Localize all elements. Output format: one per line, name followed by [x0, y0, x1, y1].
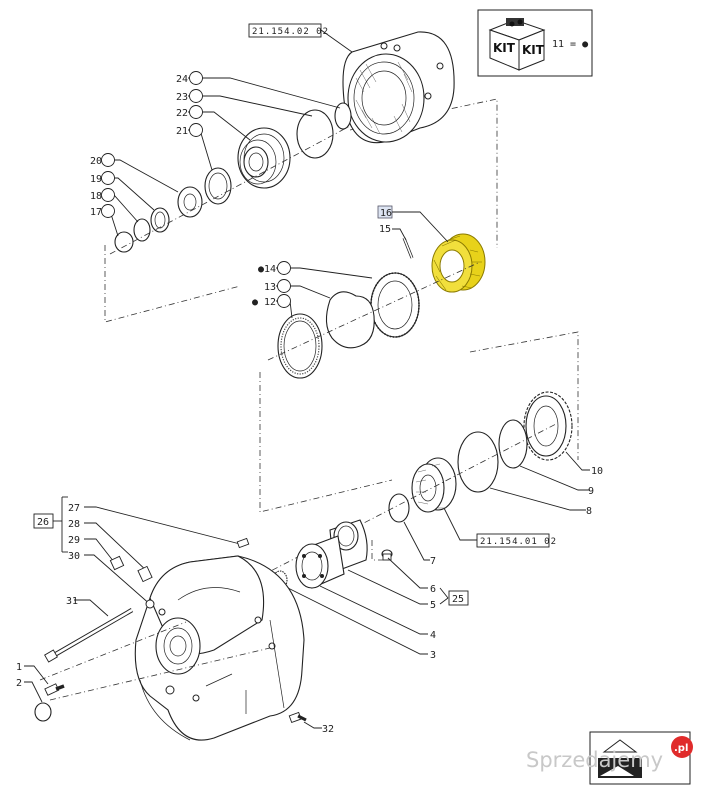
- kit-box-icon: KIT KIT: [488, 18, 546, 71]
- part-12-ring: [277, 313, 323, 379]
- part-32-screw: [288, 711, 307, 724]
- reference-mid-text: 21.154.01 02: [480, 537, 557, 547]
- part-14-synchro-ring: [370, 272, 420, 338]
- callout-9[interactable]: 9: [588, 486, 594, 497]
- part-15-pin: [402, 237, 414, 259]
- callout-27[interactable]: 27: [68, 503, 80, 514]
- callout-8[interactable]: 8: [586, 506, 592, 517]
- callout-15[interactable]: 15: [379, 224, 391, 235]
- part-bearing: [237, 127, 291, 189]
- callout-28[interactable]: 28: [68, 519, 80, 530]
- callout-30[interactable]: 30: [68, 551, 80, 562]
- part-shaft-assembly: [295, 519, 368, 589]
- part-13-spring: [325, 291, 375, 349]
- kit-marker-14: ●: [258, 264, 264, 275]
- group-25-text: 25: [452, 594, 464, 605]
- callout-1[interactable]: 1: [16, 662, 22, 673]
- reference-box-mid[interactable]: 21.154.01 02: [476, 533, 557, 548]
- callout-17[interactable]: 17: [90, 207, 102, 218]
- group-box-26[interactable]: 26: [33, 496, 68, 553]
- reference-top-text: 21.154.02 02: [252, 27, 329, 37]
- reference-box-top[interactable]: 21.154.02 02: [248, 23, 329, 38]
- group-box-25[interactable]: 25: [439, 587, 469, 606]
- part-main-housing: [134, 555, 305, 741]
- kit-label-left: KIT: [493, 41, 516, 55]
- callout-12[interactable]: 12: [264, 297, 276, 308]
- kit-label-right: KIT: [522, 43, 545, 57]
- callout-16: 16: [380, 208, 392, 219]
- navigation-icon[interactable]: [589, 731, 691, 785]
- part-10-gear: [523, 391, 573, 461]
- part-29-dowel: [109, 555, 153, 583]
- callout-20[interactable]: 20: [90, 156, 102, 167]
- kit-marker-12: ●: [252, 297, 258, 308]
- callout-5[interactable]: 5: [430, 600, 436, 611]
- part-1-plug: [44, 683, 65, 696]
- callout-4[interactable]: 4: [430, 630, 436, 641]
- callout-6[interactable]: 6: [430, 584, 436, 595]
- group-26-text: 26: [37, 517, 49, 528]
- kit-box: KIT KIT 11 = ●: [477, 9, 593, 77]
- part-small-pin: [381, 549, 393, 561]
- callout-2[interactable]: 2: [16, 678, 22, 689]
- callout-10[interactable]: 10: [591, 466, 603, 477]
- callout-24[interactable]: 24: [176, 74, 188, 85]
- part-drum-housing: [342, 31, 455, 144]
- callout-16-box[interactable]: 16: [377, 205, 393, 219]
- callout-29[interactable]: 29: [68, 535, 80, 546]
- callout-7[interactable]: 7: [430, 556, 436, 567]
- callout-21[interactable]: 21: [176, 126, 188, 137]
- part-31-bolt: [44, 608, 134, 663]
- watermark: Sprzedajemy .pl: [526, 736, 693, 772]
- callout-31[interactable]: 31: [66, 596, 78, 607]
- callout-32[interactable]: 32: [322, 724, 334, 735]
- part-16-highlighted-gear[interactable]: [431, 233, 486, 293]
- callout-13[interactable]: 13: [264, 282, 276, 293]
- callout-14[interactable]: 14: [264, 264, 276, 275]
- part-27-pin: [236, 537, 250, 549]
- callout-23[interactable]: 23: [176, 92, 188, 103]
- watermark-text: Sprzedajemy: [526, 748, 663, 772]
- part-splined-gear: [411, 457, 457, 513]
- callout-22[interactable]: 22: [176, 108, 188, 119]
- kit-legend: 11 = ●: [552, 39, 588, 50]
- watermark-suffix: .pl: [674, 743, 688, 754]
- callout-3[interactable]: 3: [430, 650, 436, 661]
- callout-19[interactable]: 19: [90, 174, 102, 185]
- callout-18[interactable]: 18: [90, 191, 102, 202]
